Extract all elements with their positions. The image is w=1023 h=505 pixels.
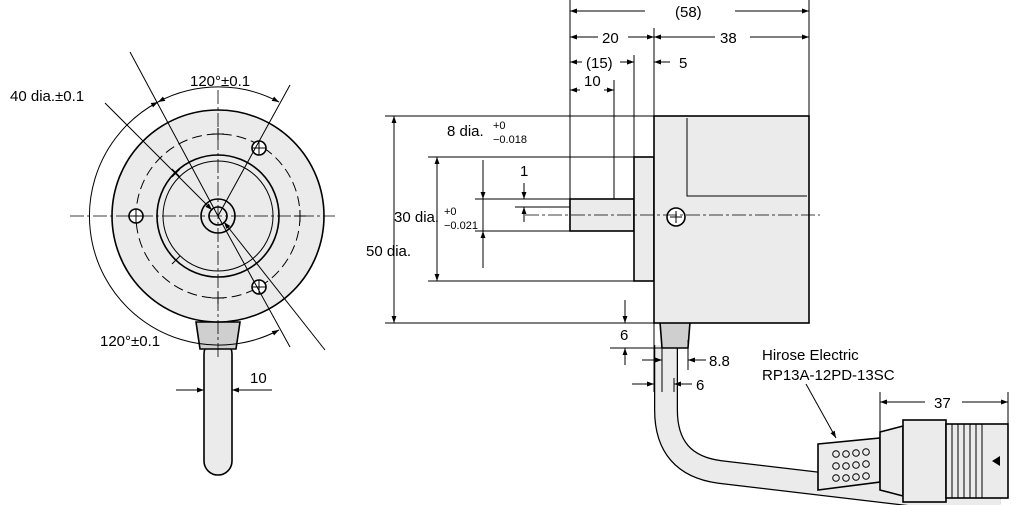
connector-grip-holes [832,448,870,482]
spigot-dia-lower: −0.021 [444,220,478,232]
connector-thread [951,424,983,498]
cable-gap-dim [632,323,692,392]
cable-dia-label: 8.8 [709,353,730,370]
connector-leader [805,383,837,439]
angle-arc-top [157,86,280,103]
connector-maker-label: Hirose Electric [762,347,859,364]
shaft-length-label: (15) [586,55,613,72]
side-screw [666,207,686,227]
flat-depth-label: 1 [520,163,528,180]
cable-gap-label: 6 [696,377,704,394]
overall-length-label: (58) [675,4,702,21]
body-length-label: 38 [720,30,737,47]
angle-arc-left [88,101,280,346]
side-body-label-area [686,118,807,197]
connector-key-mark [992,456,1000,466]
angle-bottom-label: 120°±0.1 [100,333,160,350]
flat-length-label: 10 [584,73,601,90]
mounting-hole-top [251,140,267,156]
side-spigot [633,156,655,282]
front-view: 40 dia.±0.1 120°±0.1 120°±0.1 10 [10,51,335,476]
connector [817,419,1009,503]
side-extension-lines [569,0,810,199]
connector-model-label: RP13A-12PD-13SC [762,367,895,384]
cable-dia-dim [642,340,706,392]
body-dia-label: 50 dia. [366,243,411,260]
spigot-dia-label: 30 dia. [394,209,439,226]
cable-width-label: 10 [250,370,267,387]
flange-thickness-label: 5 [679,55,687,72]
spigot-dia-base: 30 dia. [394,209,439,226]
connector-length-dim [879,392,1009,432]
spigot-dia-upper: +0 [444,206,457,218]
flange-shaft-label: 20 [602,30,619,47]
side-view: (58) 20 38 (15) 5 10 [366,0,1009,505]
side-cable [654,321,1002,505]
angle-top-label: 120°±0.1 [190,73,250,90]
cable-width-dim [176,375,272,395]
shaft-dia-base: 8 dia. [447,123,484,140]
pcd-label: 40 dia.±0.1 [10,88,84,105]
shaft-dia-upper: +0 [493,120,506,132]
shaft-dia-lower: −0.018 [493,134,527,146]
connector-length-label: 37 [934,395,951,412]
cable-offset-label: 6 [620,327,628,344]
